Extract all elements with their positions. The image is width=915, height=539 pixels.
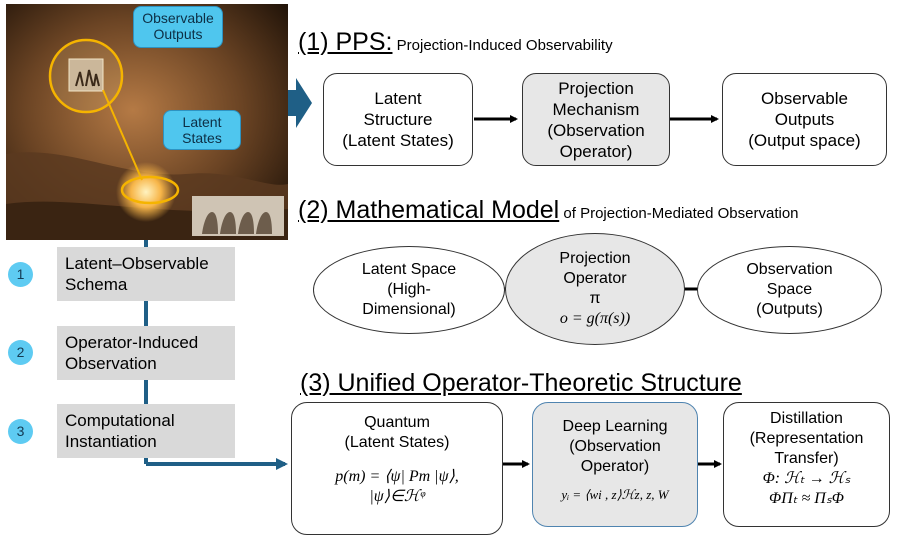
section3-heading: (3) Unified Operator-Theoretic Structure: [300, 369, 742, 397]
step-2-label: Operator-Induced Observation: [57, 326, 235, 380]
s1-latent-structure-box: Latent Structure (Latent States): [323, 73, 473, 166]
image-to-section1-arrow: [288, 78, 312, 128]
s3-distill-formula-1: Φ: ℋₜ → ℋₛ: [762, 470, 851, 487]
step-3-badge: 3: [8, 419, 33, 444]
s3-distill-formula-2: ΦΠₜ ≈ ΠₛΦ: [769, 490, 844, 507]
callout-observable-outputs: Observable Outputs: [133, 6, 223, 48]
s3-deep-learning-box: Deep Learning (Observation Operator) yᵢ …: [532, 402, 698, 527]
s2-latent-space-ellipse: Latent Space (High- Dimensional): [313, 246, 505, 334]
step-1-label: Latent–Observable Schema: [57, 247, 235, 301]
fire-highlight-ellipse: [120, 175, 180, 205]
callout-latent-states: Latent States: [163, 110, 241, 150]
s2-formula: o = g(π(s)): [559, 310, 631, 327]
s3-distillation-box: Distillation (Representation Transfer) Φ…: [723, 402, 890, 527]
step-3-label: Computational Instantiation: [57, 404, 235, 458]
step-1-badge: 1: [8, 262, 33, 287]
s3-quantum-box: Quantum (Latent States) p(m) = ⟨ψ| Pm |ψ…: [291, 402, 503, 535]
s3-quantum-formula-2: |ψ⟩∈ℋᵠ: [369, 488, 425, 505]
s2-projection-operator-ellipse: Projection Operator π o = g(π(s)): [505, 233, 685, 345]
section2-heading: (2) Mathematical Model of Projection-Med…: [298, 196, 799, 224]
step-2-badge: 2: [8, 340, 33, 365]
section1-heading: (1) PPS: Projection-Induced Observabilit…: [298, 28, 613, 56]
s1-observable-outputs-box: Observable Outputs (Output space): [722, 73, 887, 166]
s1-projection-mechanism-box: Projection Mechanism (Observation Operat…: [522, 73, 670, 166]
s3-deep-formula: yᵢ = ⟨wi , z⟩ℋᴢ, z, W: [561, 487, 669, 502]
s2-observation-space-ellipse: Observation Space (Outputs): [697, 246, 882, 334]
s3-quantum-formula-1: p(m) = ⟨ψ| Pm |ψ⟩,: [335, 468, 459, 485]
